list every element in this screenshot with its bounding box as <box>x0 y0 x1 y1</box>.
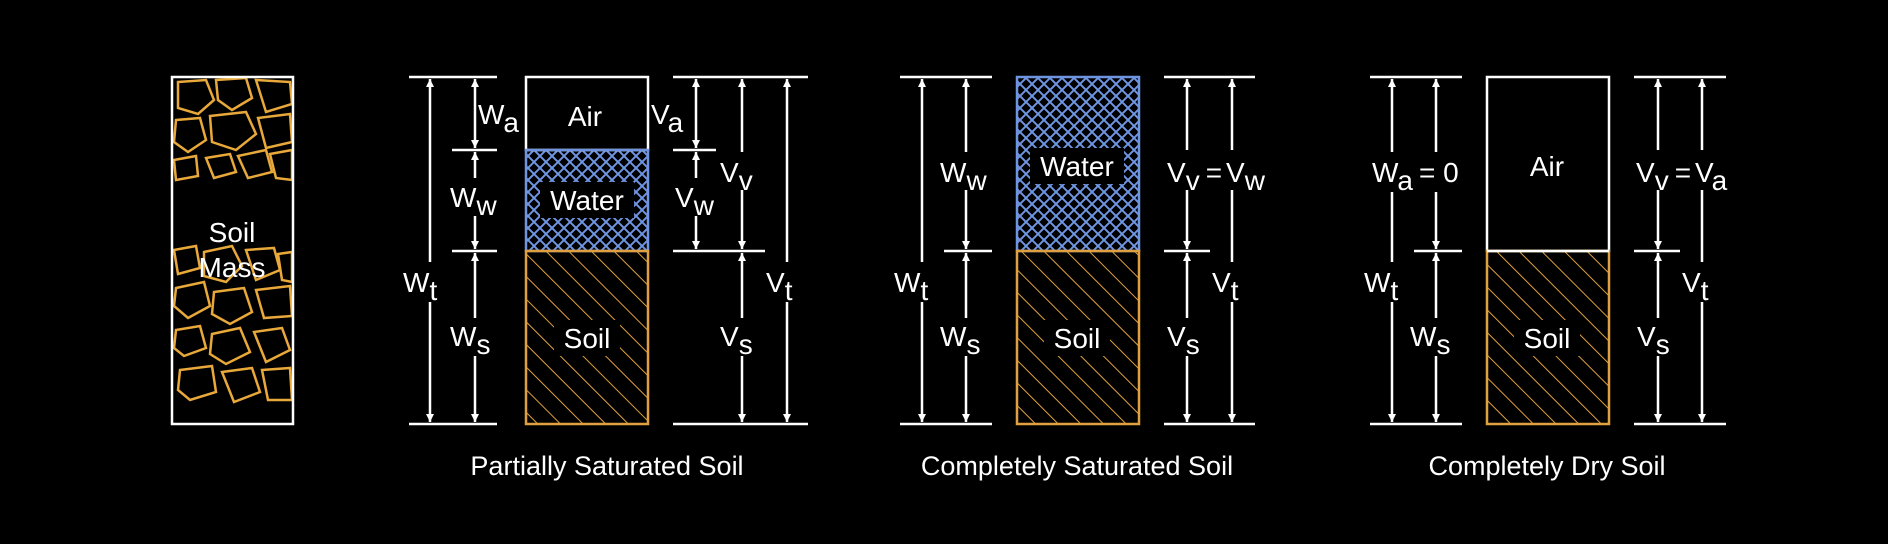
soil-phase-label: Soil <box>564 323 611 354</box>
soil-mass-label-line1: Soil <box>209 217 256 248</box>
soil-mass-label-line2: Mass <box>199 252 266 283</box>
wt-label: Wt <box>1364 267 1398 306</box>
water-phase-label: Water <box>550 185 624 216</box>
vs-label: Vs <box>1637 321 1670 360</box>
vv-label: Vv <box>720 157 753 196</box>
completely-saturated-diagram: Water Soil Wt Ww Ws Vv=Vw Vs Vt Complete… <box>894 75 1278 481</box>
wa-equals-zero-label: Wa= 0 <box>1372 157 1459 196</box>
wt-label: Wt <box>894 267 928 306</box>
soil-phase-label: Soil <box>1054 323 1101 354</box>
caption-saturated: Completely Saturated Soil <box>921 451 1233 481</box>
air-phase-label: Air <box>1530 151 1564 182</box>
air-phase-label: Air <box>568 101 602 132</box>
caption-dry: Completely Dry Soil <box>1428 451 1665 481</box>
vv-equals-vw-label: Vv=Vw <box>1167 157 1266 196</box>
completely-dry-diagram: Air Soil Wa= 0 Wt Ws Vv=Va Vs Vt Complet… <box>1364 75 1746 481</box>
vs-label: Vs <box>720 321 753 360</box>
vw-label: Vw <box>675 182 715 221</box>
vt-label: Vt <box>1212 267 1239 306</box>
ws-label: Ws <box>450 321 490 360</box>
caption-partial: Partially Saturated Soil <box>470 451 743 481</box>
ws-label: Ws <box>1410 321 1450 360</box>
vt-label: Vt <box>1682 267 1709 306</box>
ww-label: Ww <box>450 182 497 221</box>
water-phase-label: Water <box>1040 151 1114 182</box>
wt-label: Wt <box>403 267 437 306</box>
soil-mass-sample: Soil Mass <box>170 75 295 426</box>
wa-label: Wa <box>478 99 519 138</box>
ww-label: Ww <box>940 157 987 196</box>
ws-label: Ws <box>940 321 980 360</box>
partially-saturated-diagram: Air Water Soil Wt Wa Ww Ws V <box>400 75 808 481</box>
vs-label: Vs <box>1167 321 1200 360</box>
soil-phase-label: Soil <box>1524 323 1571 354</box>
va-label: Va <box>651 99 684 138</box>
vv-equals-va-label: Vv=Va <box>1636 157 1728 196</box>
vt-label: Vt <box>766 267 793 306</box>
